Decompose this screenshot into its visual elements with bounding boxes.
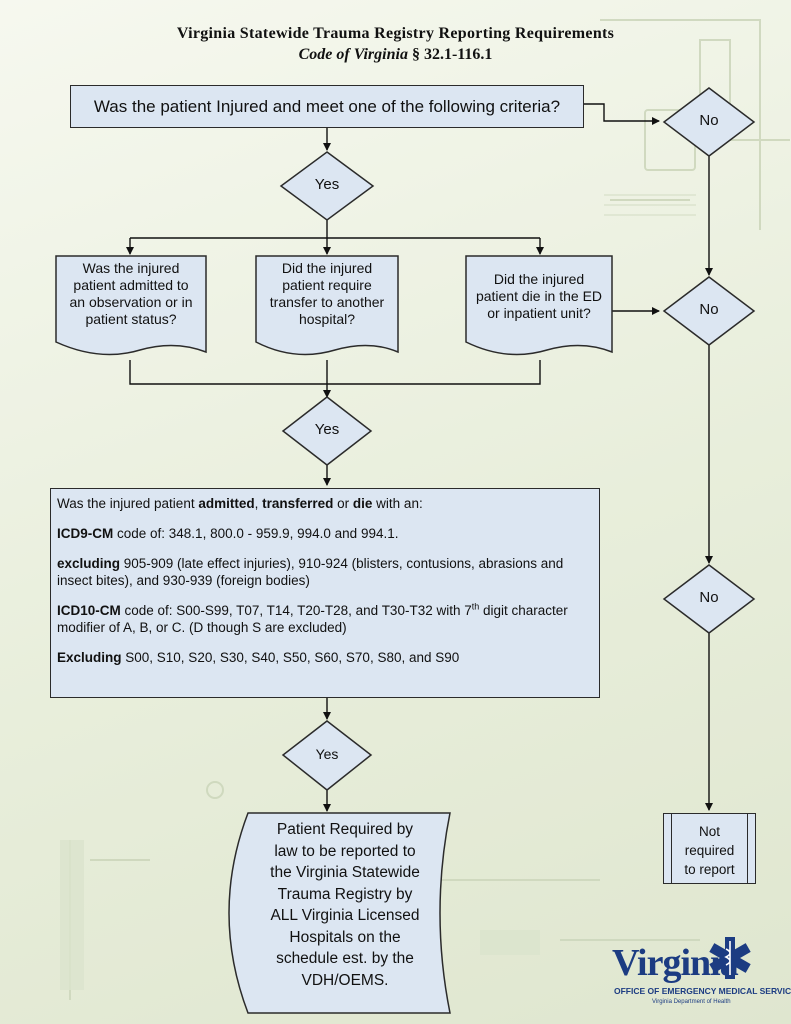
text-line: law to be reported to: [274, 842, 416, 860]
decision-yes-1: [279, 151, 375, 221]
label-no-2: No: [699, 301, 719, 318]
decision-yes-3: [281, 720, 373, 791]
text-line: the Virginia Statewide: [270, 864, 420, 881]
text-run: Excluding: [57, 650, 122, 665]
text-line: patient admitted to: [73, 277, 189, 293]
not-required-box: Not required to report: [663, 813, 756, 884]
criteria-box: Was the injured patient admitted, transf…: [50, 488, 600, 698]
edge-q0-no1: [584, 103, 660, 125]
criteria-exclusion-1: excluding 905-909 (late effect injuries)…: [57, 555, 593, 589]
label-yes-1: Yes: [314, 176, 340, 193]
text-run: die: [352, 496, 373, 511]
text-line: patient require: [282, 277, 372, 293]
oems-logo: Virginia OFFICE OF EMERGENCY MEDICAL SER…: [612, 935, 791, 1015]
criteria-intro: Was the injured patient admitted, transf…: [57, 495, 593, 512]
text-run: with an:: [372, 496, 423, 511]
text-line: transfer to another: [269, 294, 385, 310]
process-bars: [671, 814, 748, 883]
decision-no-2: [662, 276, 756, 346]
page-subtitle: Code of Virginia § 32.1-116.1: [0, 46, 791, 64]
criteria-icd10: ICD10-CM code of: S00-S99, T07, T14, T20…: [57, 602, 593, 636]
terminal-required: [228, 812, 451, 1014]
text-run: code of: 348.1, 800.0 - 959.9, 994.0 and…: [113, 526, 399, 541]
label-yes-2: Yes: [314, 421, 340, 438]
doc-admit: [55, 255, 207, 356]
label-yes-3: Yes: [315, 746, 339, 762]
text-line: Patient Required by: [276, 821, 414, 838]
decision-yes-2: [281, 396, 373, 466]
text-line: or inpatient unit?: [487, 305, 591, 321]
text-line: ALL Virginia Licensed: [270, 907, 420, 924]
subtitle-code: Code of Virginia: [298, 46, 408, 63]
text-run: 905-909 (late effect injuries), 910-924 …: [57, 556, 564, 588]
text-run: admitted: [198, 496, 255, 511]
logo-department: Virginia Department of Health: [652, 999, 731, 1005]
text-line: Did the injured: [281, 260, 373, 276]
criteria-icd9: ICD9-CM code of: 348.1, 800.0 - 959.9, 9…: [57, 525, 593, 542]
doc-transfer: [255, 255, 399, 356]
text-line: an observation or in: [69, 294, 193, 310]
text-run: or: [333, 496, 353, 511]
text-run: code of: S00-S99, T07, T14, T20-T28, and…: [120, 603, 472, 618]
text-line: Did the injured: [493, 271, 585, 287]
text-line: required: [684, 843, 735, 858]
text-run: digit character modifier of A, B, or C. …: [57, 603, 568, 635]
star-of-life-icon: [709, 937, 751, 979]
question-admitted: Was the injured patient admitted to an o…: [56, 260, 206, 328]
question-injured-criteria: Was the patient Injured and meet one of …: [70, 85, 584, 128]
text-line: schedule est. by the: [276, 950, 414, 967]
text-run: th: [471, 601, 480, 612]
text-line: Trauma Registry by: [277, 885, 413, 903]
question-died: Did the injured patient die in the ED or…: [466, 271, 612, 322]
decision-no-3: [662, 564, 756, 634]
label-no-3: No: [699, 589, 719, 606]
text-run: ,: [254, 496, 263, 511]
text-line: to report: [684, 862, 735, 877]
text-run: ICD10-CM: [57, 603, 121, 618]
text-line: Not: [698, 824, 720, 839]
text-run: transferred: [262, 496, 334, 511]
label-no-1: No: [699, 112, 719, 129]
not-required-label: Not required to report: [664, 822, 755, 879]
text-run: S00, S10, S20, S30, S40, S50, S60, S70, …: [121, 650, 460, 665]
text-line: Hospitals on the: [289, 928, 401, 946]
text-run: ICD9-CM: [57, 526, 114, 541]
text-line: Was the injured: [82, 260, 180, 276]
criteria-exclusion-2: Excluding S00, S10, S20, S30, S40, S50, …: [57, 649, 593, 666]
text-line: patient die in the ED: [475, 288, 603, 304]
required-to-report: Patient Required by law to be reported t…: [230, 819, 460, 991]
text-line: VDH/OEMS.: [301, 971, 389, 989]
doc-die: [465, 255, 613, 356]
decision-no-1: [662, 87, 756, 157]
logo-office-name: OFFICE OF EMERGENCY MEDICAL SERVICES: [614, 986, 791, 996]
edge-merge: [129, 360, 541, 385]
text-run: Was the injured patient: [57, 496, 199, 511]
subtitle-section: § 32.1-116.1: [411, 46, 493, 63]
text-run: excluding: [57, 556, 121, 571]
question-transfer: Did the injured patient require transfer…: [256, 260, 398, 328]
page-title: Virginia Statewide Trauma Registry Repor…: [176, 25, 615, 42]
text-line: hospital?: [298, 311, 356, 327]
text-line: patient status?: [85, 311, 177, 327]
